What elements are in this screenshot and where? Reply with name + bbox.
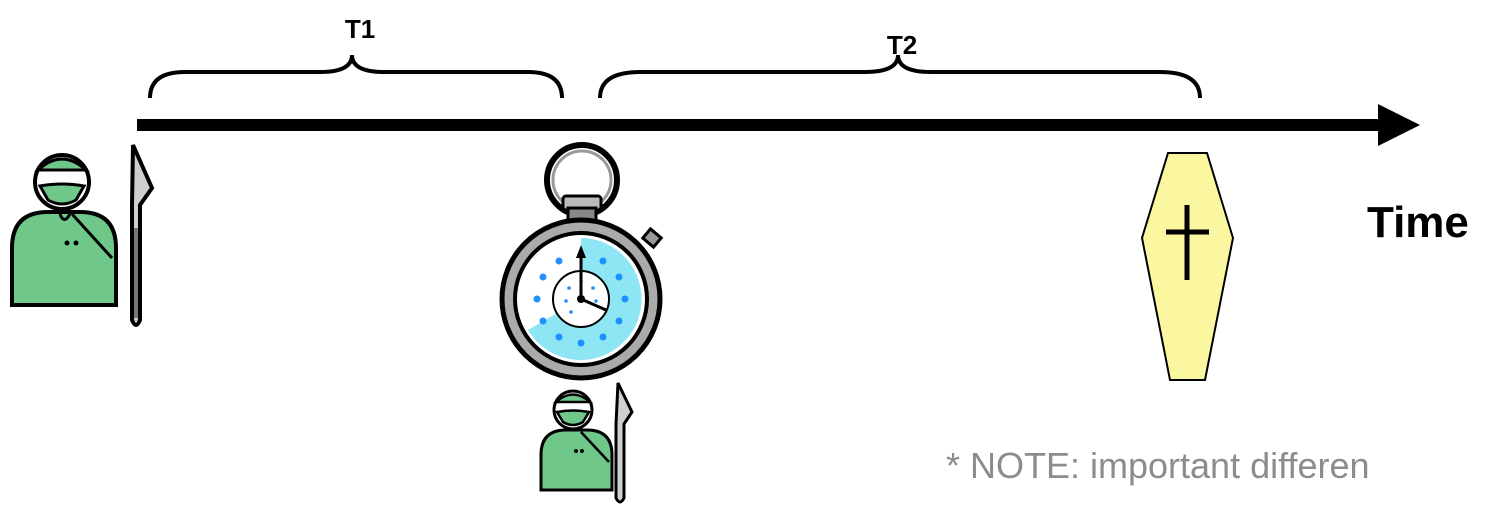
time-axis bbox=[137, 104, 1420, 146]
t2-label: T2 bbox=[887, 30, 917, 60]
time-label: Time bbox=[1367, 198, 1469, 247]
surgeon-with-scalpel-icon bbox=[12, 145, 152, 325]
surgeon-with-scalpel-icon bbox=[541, 383, 632, 502]
surgeon-gown bbox=[12, 212, 116, 305]
stopwatch-button bbox=[643, 229, 661, 247]
brace-t1: T1 bbox=[150, 14, 562, 98]
scalpel bbox=[616, 383, 632, 502]
brace-t2: T2 bbox=[600, 30, 1200, 98]
t1-label: T1 bbox=[345, 14, 375, 44]
brace-t1-curve bbox=[150, 55, 562, 98]
note-text: * NOTE: important differen bbox=[946, 445, 1370, 486]
time-axis-arrowhead bbox=[1378, 104, 1420, 146]
coffin-with-cross-icon bbox=[1142, 153, 1233, 380]
stopwatch-icon bbox=[502, 145, 661, 378]
brace-t2-curve bbox=[600, 55, 1200, 98]
surgeon-gown bbox=[541, 430, 612, 490]
